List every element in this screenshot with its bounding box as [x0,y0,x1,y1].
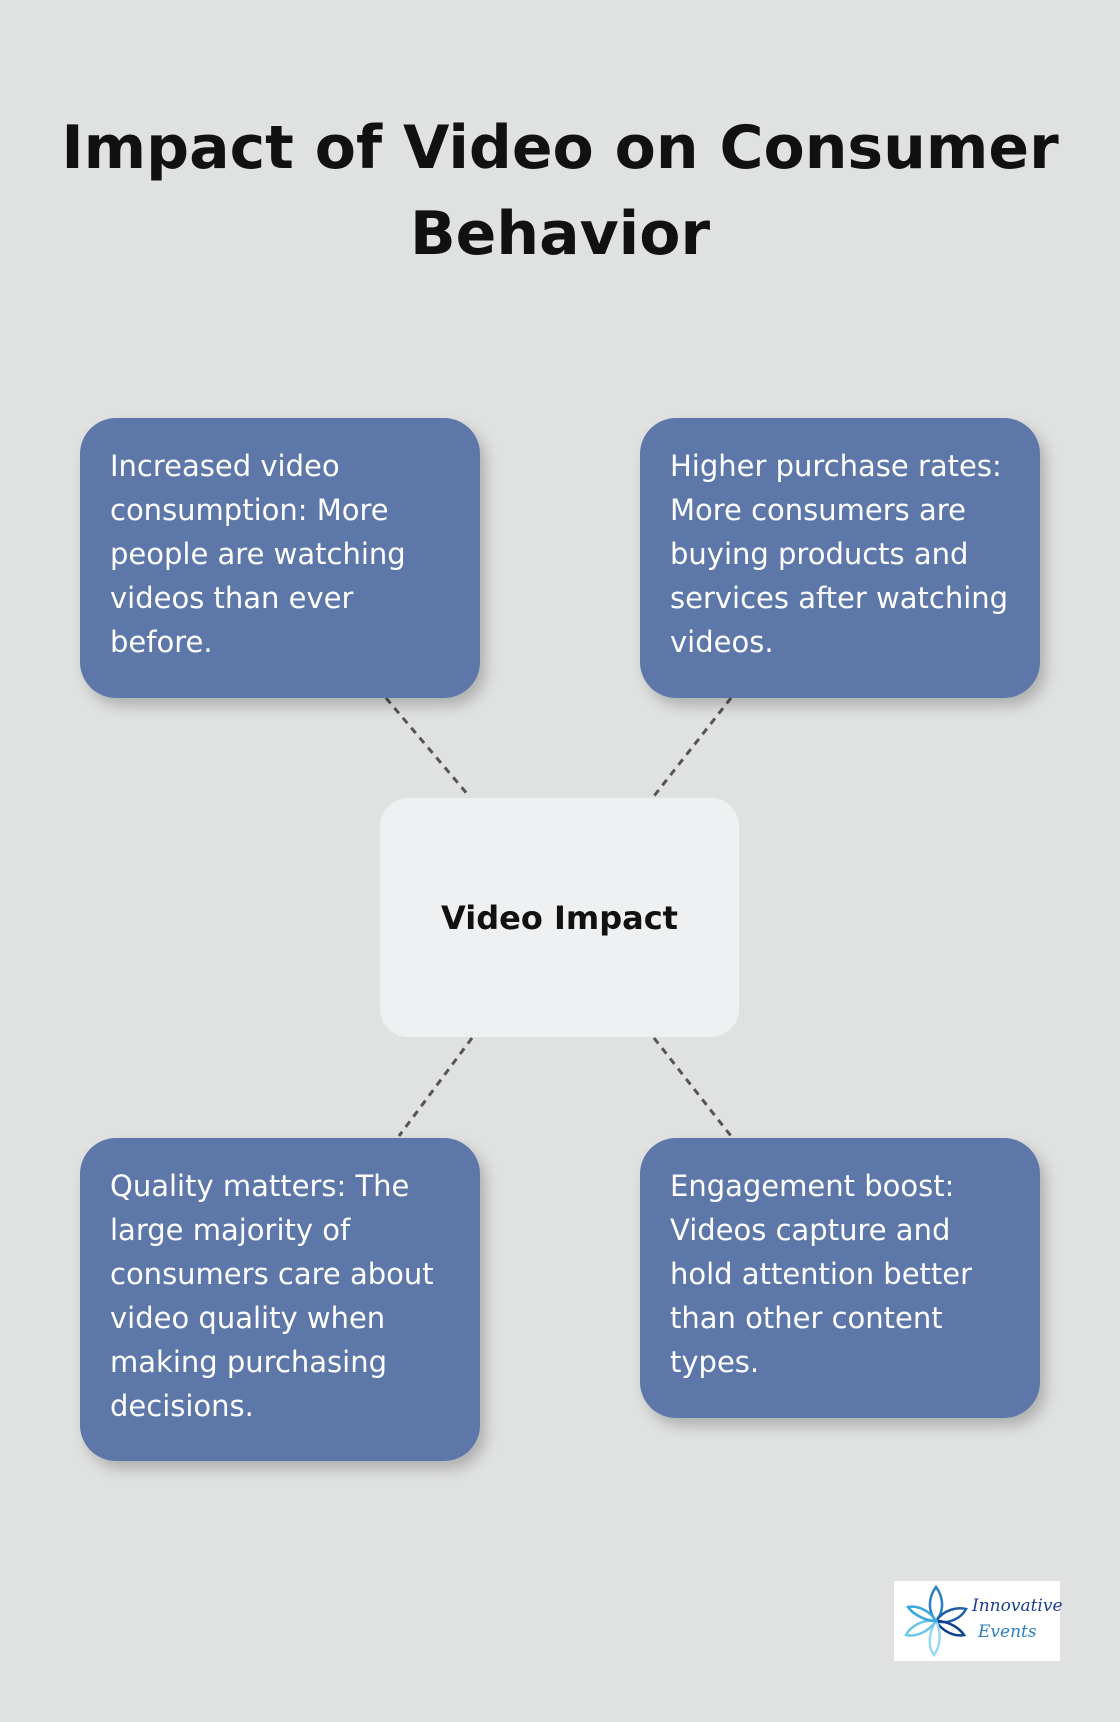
logo-line2: Events [978,1622,1037,1642]
connector-bottom-left [397,1037,474,1137]
center-node: Video Impact [380,798,739,1037]
connector-top-left [384,697,471,797]
connector-bottom-right [652,1037,733,1137]
logo-line1: Innovative [972,1596,1063,1616]
flower-icon [904,1584,968,1658]
node-purchase-rates: Higher purchase rates: More consumers ar… [640,418,1040,698]
node-quality-matters: Quality matters: The large majority of c… [80,1138,480,1461]
logo: Innovative Events [894,1581,1063,1661]
node-engagement-boost: Engagement boost: Videos capture and hol… [640,1138,1040,1418]
center-label: Video Impact [441,898,678,937]
connector-top-right [652,697,733,797]
page-title: Impact of Video on Consumer Behavior [61,113,1059,269]
node-video-consumption: Increased video consumption: More people… [80,418,480,698]
